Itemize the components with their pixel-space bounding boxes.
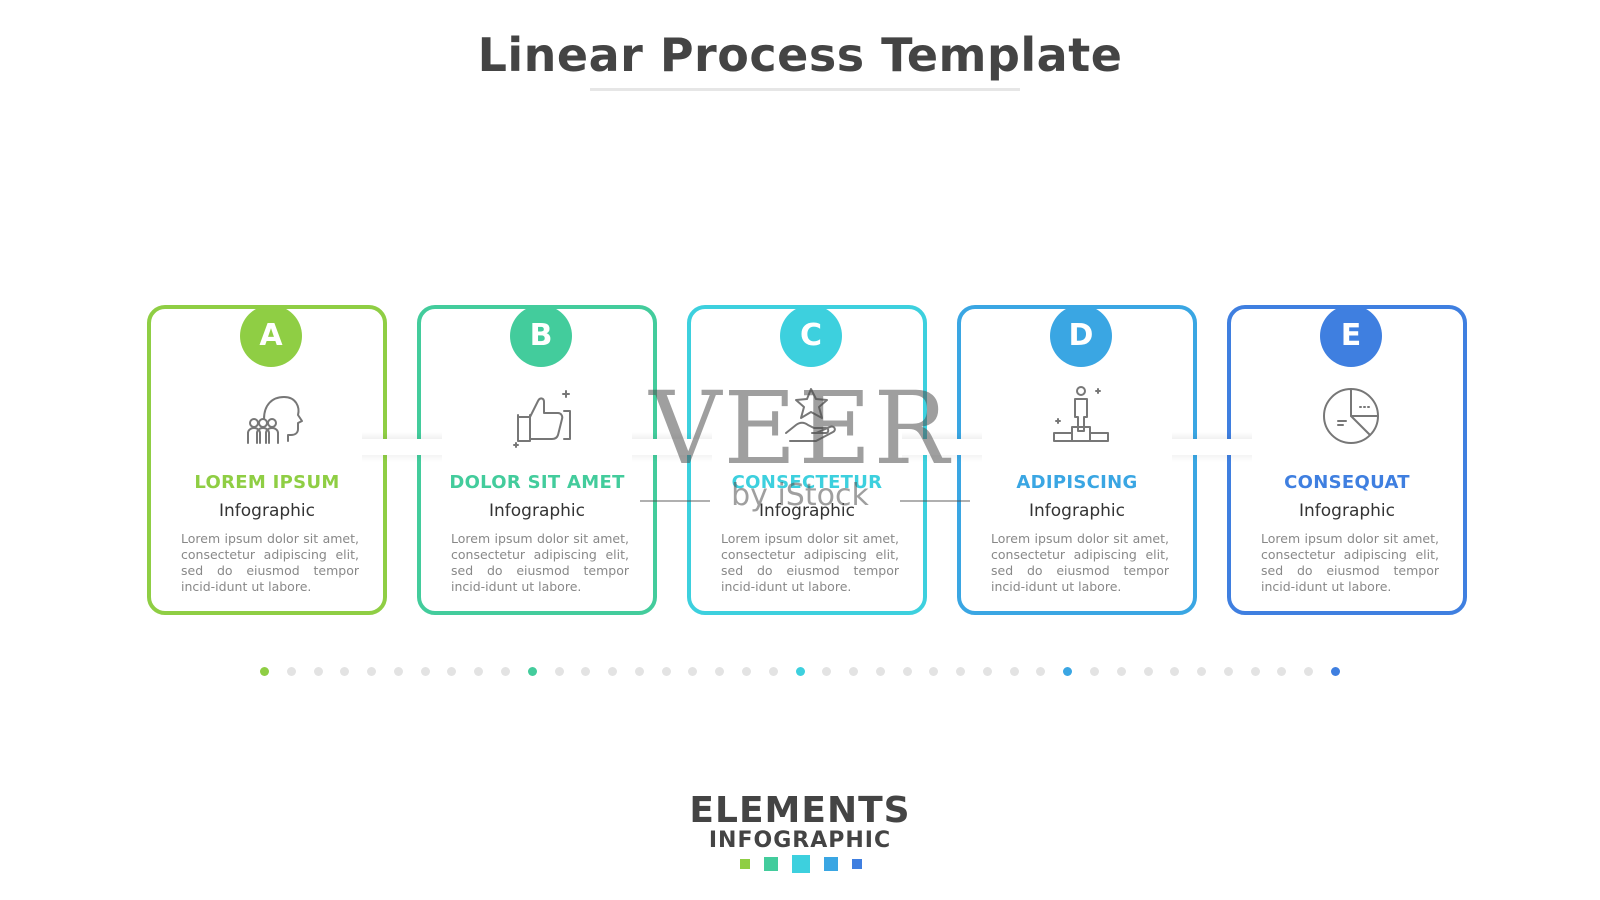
timeline-dot: [367, 667, 377, 676]
timeline-dot: [1170, 667, 1180, 676]
logo-square: [764, 857, 778, 871]
step-subtitle: Infographic: [218, 501, 315, 521]
logo-infographic: INFOGRAPHIC: [708, 828, 892, 853]
timeline-dot: [420, 667, 430, 676]
logo-square: [740, 859, 750, 869]
card-connector: [632, 432, 712, 462]
timeline-dot: [1223, 667, 1233, 676]
timeline-dot: [982, 667, 992, 676]
step-subtitle: Infographic: [1298, 501, 1395, 521]
step-title: LOREM IPSUM: [194, 472, 340, 493]
timeline-dot: [447, 667, 457, 676]
team-head-icon: [236, 381, 306, 451]
step-badge: E: [1320, 305, 1382, 367]
timeline-dot: [1036, 667, 1046, 676]
step-badge: A: [240, 305, 302, 367]
timeline-dot: [661, 667, 671, 676]
timeline-dot: [581, 667, 591, 676]
step-subtitle: Infographic: [758, 501, 855, 521]
timeline-dot: [634, 667, 644, 676]
timeline-dot: [1090, 667, 1100, 676]
pie-chart-icon: [1316, 381, 1386, 451]
timeline-dot: [1331, 667, 1340, 676]
timeline-dot: [1250, 667, 1260, 676]
timeline-dot: [608, 667, 618, 676]
timeline-dots: [260, 667, 1340, 679]
step-title: DOLOR SIT AMET: [449, 472, 625, 493]
timeline-dot: [741, 667, 751, 676]
step-title: CONSECTETUR: [731, 472, 883, 493]
timeline-dot: [822, 667, 832, 676]
title-underline: [590, 88, 1020, 91]
timeline-dot: [1304, 667, 1314, 676]
timeline-dot: [474, 667, 484, 676]
timeline-dot: [286, 667, 296, 676]
watermark-line-left: [640, 500, 710, 502]
timeline-dot: [1009, 667, 1019, 676]
timeline-dot: [1116, 667, 1126, 676]
timeline-dot: [527, 667, 537, 676]
timeline-dot: [956, 667, 966, 676]
card-connector: [1172, 432, 1252, 462]
timeline-dot: [1277, 667, 1287, 676]
step-title: CONSEQUAT: [1284, 472, 1410, 493]
logo-square: [852, 859, 862, 869]
step-badge: B: [510, 305, 572, 367]
step-description: Lorem ipsum dolor sit amet, consectetur …: [451, 531, 629, 594]
logo-elements: ELEMENTS: [689, 790, 911, 831]
timeline-dot: [313, 667, 323, 676]
timeline-dot: [849, 667, 859, 676]
timeline-dot: [715, 667, 725, 676]
step-description: Lorem ipsum dolor sit amet, consectetur …: [1261, 531, 1439, 594]
step-badge: D: [1050, 305, 1112, 367]
logo-square: [792, 855, 810, 873]
thumbs-up-icon: [506, 381, 576, 451]
step-badge: C: [780, 305, 842, 367]
timeline-dot: [795, 667, 805, 676]
hand-star-icon: [776, 381, 846, 451]
timeline-dot: [929, 667, 939, 676]
timeline-dot: [554, 667, 564, 676]
timeline-dot: [393, 667, 403, 676]
watermark-line-right: [900, 500, 970, 502]
timeline-dot: [500, 667, 510, 676]
timeline-dot: [1063, 667, 1073, 676]
card-connector: [902, 432, 982, 462]
step-description: Lorem ipsum dolor sit amet, consectetur …: [991, 531, 1169, 594]
podium-winner-icon: [1046, 381, 1116, 451]
step-subtitle: Infographic: [488, 501, 585, 521]
timeline-dot: [260, 667, 269, 676]
timeline-dot: [902, 667, 912, 676]
timeline-dot: [340, 667, 350, 676]
step-title: ADIPISCING: [1016, 472, 1138, 493]
timeline-dot: [1197, 667, 1207, 676]
step-description: Lorem ipsum dolor sit amet, consectetur …: [181, 531, 359, 594]
step-subtitle: Infographic: [1028, 501, 1125, 521]
timeline-dot: [768, 667, 778, 676]
timeline-dot: [688, 667, 698, 676]
step-description: Lorem ipsum dolor sit amet, consectetur …: [721, 531, 899, 594]
page-title: Linear Process Template: [477, 28, 1123, 82]
timeline-dot: [1143, 667, 1153, 676]
card-connector: [362, 432, 442, 462]
timeline-dot: [875, 667, 885, 676]
logo-square: [824, 857, 838, 871]
logo-squares: [740, 855, 862, 875]
